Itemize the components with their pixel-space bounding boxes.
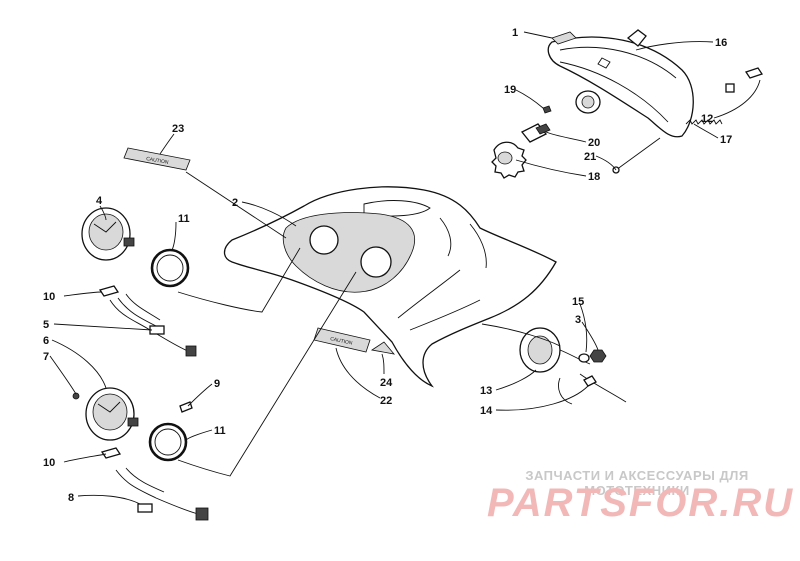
callout-7: 7 bbox=[43, 351, 49, 363]
callout-2: 2 bbox=[232, 197, 238, 209]
adjuster-nut bbox=[725, 67, 764, 93]
callout-labels: 1 2 3 4 5 6 7 8 9 10 10 11 11 12 13 14 1… bbox=[43, 27, 732, 504]
headlight-bulb-socket bbox=[575, 90, 601, 114]
callout-14: 14 bbox=[480, 405, 493, 417]
bulb bbox=[520, 123, 551, 143]
watermark-brand: PARTSFOR.RU bbox=[487, 481, 795, 525]
callout-11-bottom: 11 bbox=[214, 425, 226, 437]
callout-11-top: 11 bbox=[178, 213, 190, 225]
headlight-housing bbox=[547, 29, 694, 138]
gauge-ring-bottom bbox=[148, 422, 188, 462]
callout-23: 23 bbox=[172, 123, 184, 135]
switch-housing bbox=[519, 327, 591, 373]
caution-decal-top: CAUTION bbox=[123, 147, 191, 171]
switch-nut bbox=[589, 349, 607, 363]
small-screw-19 bbox=[542, 105, 552, 114]
wiring-harness-top bbox=[109, 293, 197, 357]
gauge-bulb-bottom bbox=[100, 447, 122, 459]
leader-lines bbox=[49, 31, 761, 505]
switch-washer bbox=[578, 353, 590, 363]
gauge-screw-7 bbox=[72, 392, 80, 400]
callout-19: 19 bbox=[504, 84, 516, 96]
adjuster-spring bbox=[685, 119, 723, 125]
callout-10-top: 10 bbox=[43, 291, 55, 303]
tachometer-gauge bbox=[85, 387, 139, 441]
callout-3: 3 bbox=[575, 314, 581, 326]
callout-21: 21 bbox=[584, 151, 596, 163]
callout-18: 18 bbox=[588, 171, 600, 183]
gauge-bulb-top bbox=[98, 285, 120, 297]
callout-15: 15 bbox=[572, 296, 584, 308]
wiring-harness-bottom bbox=[115, 467, 209, 521]
callout-17: 17 bbox=[720, 134, 732, 146]
speedometer-gauge bbox=[81, 207, 135, 261]
gauge-panel-bezel bbox=[282, 212, 416, 293]
throttle-cable bbox=[579, 373, 627, 403]
retaining-ring bbox=[491, 141, 527, 179]
callout-24: 24 bbox=[380, 377, 393, 389]
adjusting-screw bbox=[612, 137, 661, 174]
callout-1: 1 bbox=[512, 27, 518, 39]
caution-decal-bottom-label: CAUTION bbox=[330, 336, 354, 347]
caution-decal-top-label: CAUTION bbox=[146, 156, 170, 166]
callout-22: 22 bbox=[380, 395, 392, 407]
callout-4: 4 bbox=[96, 195, 103, 207]
callout-16: 16 bbox=[715, 37, 727, 49]
caution-decal-bottom: CAUTION bbox=[313, 327, 371, 353]
callout-20: 20 bbox=[588, 137, 600, 149]
callout-9: 9 bbox=[214, 378, 220, 390]
callout-10-bottom: 10 bbox=[43, 457, 55, 469]
callout-5: 5 bbox=[43, 319, 49, 331]
watermark-tagline: ЗАПЧАСТИ И АКСЕССУАРЫ ДЛЯ МОТОТЕХНИКИ bbox=[525, 468, 749, 498]
callout-8: 8 bbox=[68, 492, 74, 504]
warning-triangle-decal bbox=[370, 341, 396, 355]
callout-6: 6 bbox=[43, 335, 49, 347]
callout-12: 12 bbox=[701, 113, 713, 125]
callout-13: 13 bbox=[480, 385, 492, 397]
gauge-ring-top bbox=[150, 248, 190, 288]
